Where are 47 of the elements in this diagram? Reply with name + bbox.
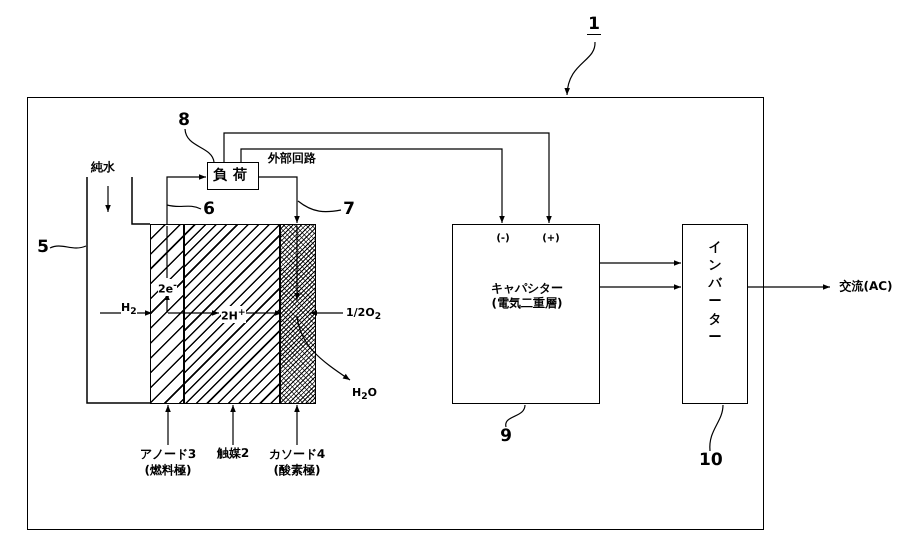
box-label: インバーター [707,239,723,347]
arrow [100,310,152,316]
leader-line [50,245,86,249]
arrow [223,132,552,223]
leader-line [709,404,724,452]
cathode-layer [280,224,316,404]
arrow [240,148,505,223]
terminal-label: (-) [495,232,511,246]
callout-number: 5 [36,239,50,256]
leader-line [166,204,202,210]
water-tank [86,177,150,404]
system-frame [27,97,764,530]
part-label: アノード3 (燃料極) [131,446,205,478]
callout-number: 7 [342,201,356,218]
node-label: 純水 [91,161,115,174]
callout-number: 8 [176,112,192,129]
formula-label: 2e$^{-}$ [158,279,177,296]
box-label: キャパシター (電気二重層) [490,281,564,311]
callout-number: 10 [699,452,721,470]
arrow [600,260,681,266]
catalyst-layer [184,224,280,404]
anode-layer [150,224,184,404]
part-label: 触媒2 [211,446,255,462]
leader-line [505,404,526,428]
leader-line [184,128,215,162]
edge-label: 2H$^{+}$ [221,306,246,323]
part-label: カソード4 (酸素極) [260,446,334,478]
terminal-label: (+) [541,232,561,246]
load-box: 負荷 [207,162,259,190]
wire-label: 外部回路 [268,152,316,165]
arrow [166,174,206,224]
leader-line [294,405,300,445]
leader-line [165,405,171,445]
leader-line [564,42,596,96]
arrow [600,284,681,290]
arrow [748,284,830,290]
capacitor-box [452,224,600,404]
reference-numeral: 1 [587,16,601,35]
callout-number: 9 [499,428,513,446]
arrow [246,310,282,316]
leader-line [230,405,236,445]
inverter-box [682,224,748,404]
leader-line [298,200,342,212]
output-label: 交流(AC) [832,279,900,295]
arrow [168,310,219,316]
callout-number: 6 [202,201,216,218]
arrow [259,176,300,223]
